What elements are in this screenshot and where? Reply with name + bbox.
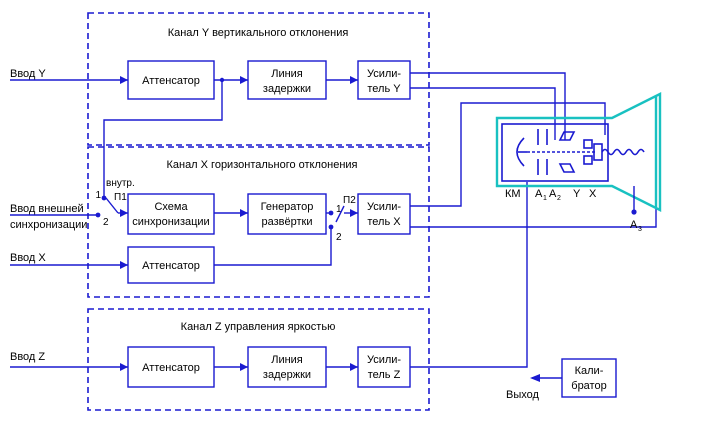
input-sync-label-2: синхронизации — [10, 219, 87, 231]
delay-line-z-block — [247, 346, 327, 388]
att-to-delay-z-arrow — [240, 363, 248, 371]
switch-p1-arm — [105, 197, 119, 214]
delay-line-y-block — [247, 60, 327, 100]
amp-y-out-upper — [410, 72, 566, 140]
delay-to-amp-y-arrow — [350, 76, 358, 84]
calibrator-block — [561, 358, 617, 398]
switch-p1-pos2-label: 2 — [103, 217, 109, 228]
channel-x-frame — [87, 146, 430, 298]
beam-spiral — [601, 148, 645, 156]
calibrator-output-arrow — [530, 374, 540, 382]
tube-a2-sub: 2 — [557, 195, 561, 202]
sync-circuit-block — [127, 193, 215, 235]
attenuator-x-block — [127, 246, 215, 284]
input-x-arrow — [120, 261, 128, 269]
delay-line-z-label-1: Линия — [271, 354, 303, 366]
tube-a3-sub: 3 — [638, 226, 642, 233]
delay-line-y-label-2: задержки — [263, 83, 311, 95]
internal-sync-wire — [103, 80, 223, 196]
att-to-delay-y-arrow — [240, 76, 248, 84]
switch-p1-pos1-label: 1 — [95, 190, 101, 201]
input-z-label: Ввод Z — [10, 351, 45, 363]
sync-to-gen-arrow — [240, 209, 248, 217]
switch-p2-pos2-label: 2 — [336, 232, 342, 243]
switch-p1-pos2-dot — [95, 212, 101, 218]
attenuator-z-label: Аттенсатор — [142, 362, 200, 374]
switch-p2-pos1-label: 1 — [336, 204, 342, 215]
sweep-generator-label-2: развёртки — [262, 216, 313, 228]
x-plate-upper — [583, 139, 593, 149]
post-accelerator-box — [593, 143, 603, 161]
input-z-arrow — [120, 363, 128, 371]
input-y-label: Ввод Y — [10, 68, 46, 80]
amplifier-x-block — [357, 193, 411, 235]
switch-p2-arm — [335, 205, 345, 223]
cathode-modulator — [516, 137, 525, 167]
tube-cathode-label: КМ — [505, 188, 521, 200]
amplifier-x-label-1: Усили- — [367, 201, 401, 213]
crt-envelope — [495, 92, 662, 212]
input-sync-label-1: Ввод внешней — [10, 203, 84, 215]
input-x-label: Ввод X — [10, 252, 46, 264]
switch-p2-name: П2 — [343, 195, 356, 206]
channel-x-title: Канал X горизонтального отклонения — [166, 159, 357, 171]
amplifier-z-label-2: тель Z — [368, 369, 401, 381]
attenuator-y-label: Аттенсатор — [142, 75, 200, 87]
att-x-to-p2-wire — [214, 229, 332, 266]
amplifier-y-label-1: Усили- — [367, 68, 401, 80]
y-plate-upper — [558, 131, 576, 141]
attenuator-x-label: Аттенсатор — [142, 260, 200, 272]
crt-tube: КМ A 1 A 2 Y X A 3 — [495, 92, 662, 233]
p2-to-amp-x-arrow — [350, 209, 358, 217]
calibrator-label-2: братор — [571, 380, 606, 392]
sweep-generator-block — [247, 193, 327, 235]
attenuator-z-block — [127, 346, 215, 388]
amp-y-out-lower — [410, 87, 556, 140]
delay-line-y-label-1: Линия — [271, 68, 303, 80]
amplifier-y-label-2: тель Y — [367, 83, 401, 95]
amplifier-x-label-2: тель X — [367, 216, 401, 228]
x-plate-lower — [583, 155, 593, 165]
delay-line-z-label-2: задержки — [263, 369, 311, 381]
switch-p2-pos2-dot — [328, 224, 334, 230]
calibrator-label-1: Кали- — [575, 365, 604, 377]
tube-a1-sub: 1 — [543, 195, 547, 202]
y-plate-lower — [558, 163, 576, 173]
tube-a2-label: A — [549, 188, 557, 200]
sweep-generator-label-1: Генератор — [261, 201, 314, 213]
channel-y-title: Канал Y вертикального отклонения — [168, 27, 349, 39]
amp-x-out-upper — [410, 102, 606, 207]
p1-to-sync-arrow — [120, 209, 128, 217]
amp-z-to-cathode-wire — [410, 182, 528, 368]
channel-z-title: Канал Z управления яркостью — [181, 321, 336, 333]
tube-x-label: X — [589, 188, 597, 200]
attenuator-y-block — [127, 60, 215, 100]
switch-p2-pos1-dot — [328, 210, 334, 216]
tube-y-label: Y — [573, 188, 581, 200]
output-label: Выход — [506, 389, 539, 401]
internal-sync-tap-dot — [219, 77, 225, 83]
tube-a1-label: A — [535, 188, 543, 200]
a3-terminal-dot — [631, 209, 637, 215]
switch-p1-name: П1 — [114, 192, 127, 203]
channel-y-frame — [87, 12, 430, 146]
amplifier-z-label-1: Усили- — [367, 354, 401, 366]
sync-circuit-label-1: Схема — [154, 201, 188, 213]
delay-to-amp-z-arrow — [350, 363, 358, 371]
amplifier-z-block — [357, 346, 411, 388]
input-y-arrow — [120, 76, 128, 84]
tube-a3-label: A — [630, 219, 638, 231]
channel-z-frame — [87, 308, 430, 411]
amplifier-y-block — [357, 60, 411, 100]
switch-p1-internal-label: внутр. — [106, 178, 135, 189]
switch-p1-pos1-dot — [101, 195, 107, 201]
sync-circuit-label-2: синхронизации — [132, 216, 209, 228]
